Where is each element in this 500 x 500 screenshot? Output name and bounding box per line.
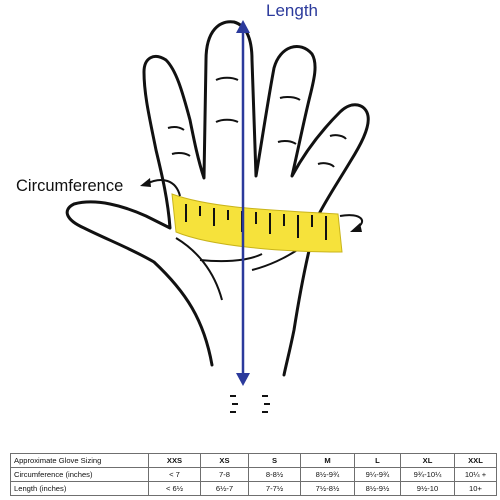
table-header-label: Approximate Glove Sizing: [10, 453, 149, 468]
length-arrowhead-top: [236, 20, 250, 33]
size-xxs: XXS: [148, 453, 201, 468]
size-s: S: [248, 453, 301, 468]
circumference-arrowhead-right: [350, 223, 362, 232]
finger-crease: [317, 162, 335, 168]
palm-line: [175, 237, 223, 301]
table-cell: 6½-7: [200, 481, 249, 496]
table-row: Length (inches) < 6½ 6½-7 7-7½ 7½-8½ 8½-…: [10, 481, 497, 496]
wrist-crease: [230, 395, 270, 413]
table-cell: 10¼ +: [454, 467, 497, 482]
hand-outline: [65, 20, 370, 377]
table-cell: 8-8½: [248, 467, 301, 482]
finger-crease: [215, 118, 239, 123]
size-l: L: [354, 453, 401, 468]
table-cell: 7-8: [200, 467, 249, 482]
table-cell: 7-7½: [248, 481, 301, 496]
table-cell: 9¼-9¾: [354, 467, 401, 482]
size-xs: XS: [200, 453, 249, 468]
row-label: Circumference (inches): [10, 467, 149, 482]
table-cell: 8½-9½: [354, 481, 401, 496]
finger-crease: [279, 95, 301, 101]
table-row: Circumference (inches) < 7 7-8 8-8½ 8½-9…: [10, 467, 497, 482]
table-cell: 8½-9¾: [300, 467, 355, 482]
circumference-label: Circumference: [16, 177, 124, 195]
circumference-arrowhead-left: [140, 178, 151, 187]
palm-line: [199, 253, 263, 263]
hand-measurement-diagram: [65, 20, 370, 413]
finger-crease: [215, 76, 239, 81]
table-cell: 9¾-10¼: [400, 467, 455, 482]
row-label: Length (inches): [10, 481, 149, 496]
table-cell: < 7: [148, 467, 201, 482]
length-label: Length: [266, 1, 318, 20]
table-cell: 7½-8½: [300, 481, 355, 496]
finger-crease: [329, 134, 347, 140]
table-header-row: Approximate Glove Sizing XXS XS S M L XL…: [10, 453, 497, 468]
glove-size-table: Approximate Glove Sizing XXS XS S M L XL…: [10, 453, 497, 496]
table-cell: < 6½: [148, 481, 201, 496]
table-cell: 10+: [454, 481, 497, 496]
size-xxl: XXL: [454, 453, 497, 468]
finger-crease: [167, 125, 185, 131]
table-cell: 9½-10: [400, 481, 455, 496]
size-xl: XL: [400, 453, 455, 468]
length-arrowhead-bottom: [236, 373, 250, 386]
size-m: M: [300, 453, 355, 468]
finger-crease: [171, 151, 191, 157]
finger-crease: [277, 139, 297, 145]
